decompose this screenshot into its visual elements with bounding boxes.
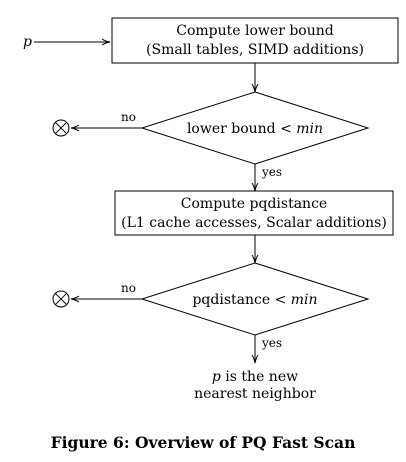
decision-lower-bound-min: min: [296, 121, 323, 137]
result-p: p: [212, 369, 221, 385]
no-label-1: no: [121, 110, 136, 124]
compute-lower-bound-detail: (Small tables, SIMD additions): [146, 42, 364, 58]
result-is-the-new: is the new: [221, 369, 298, 385]
no-label-2: no: [121, 281, 136, 295]
figure-caption: Figure 6: Overview of PQ Fast Scan: [51, 433, 356, 452]
decision-lower-bound-expr: lower bound <: [187, 121, 296, 137]
reject-icon-1: [52, 119, 70, 137]
result-line-2: nearest neighbor: [194, 386, 316, 402]
yes-arrow-2-head: [251, 354, 259, 364]
yes-label-1: yes: [261, 165, 282, 179]
input-p-label: p: [23, 34, 32, 50]
yes-label-2: yes: [261, 336, 282, 350]
compute-pqdistance-box: [114, 190, 394, 236]
compute-lower-bound-title: Compute lower bound: [176, 23, 333, 39]
compute-pqdistance-title: Compute pqdistance: [181, 196, 327, 212]
decision-lower-bound-text: lower bound < min: [187, 121, 323, 137]
decision-pqdistance-text: pqdistance < min: [192, 292, 317, 308]
compute-pqdistance-detail: (L1 cache accesses, Scalar additions): [121, 215, 387, 231]
result-line-1: p is the new: [212, 369, 298, 385]
compute-lower-bound-box: [111, 17, 399, 64]
reject-icon-2: [52, 290, 70, 308]
no-arrow-1-head: [70, 124, 80, 132]
no-arrow-2-head: [70, 295, 80, 303]
decision-pqdistance-min: min: [291, 292, 318, 308]
decision-pqdistance-expr: pqdistance <: [192, 292, 290, 308]
input-arrow-head: [101, 38, 111, 46]
